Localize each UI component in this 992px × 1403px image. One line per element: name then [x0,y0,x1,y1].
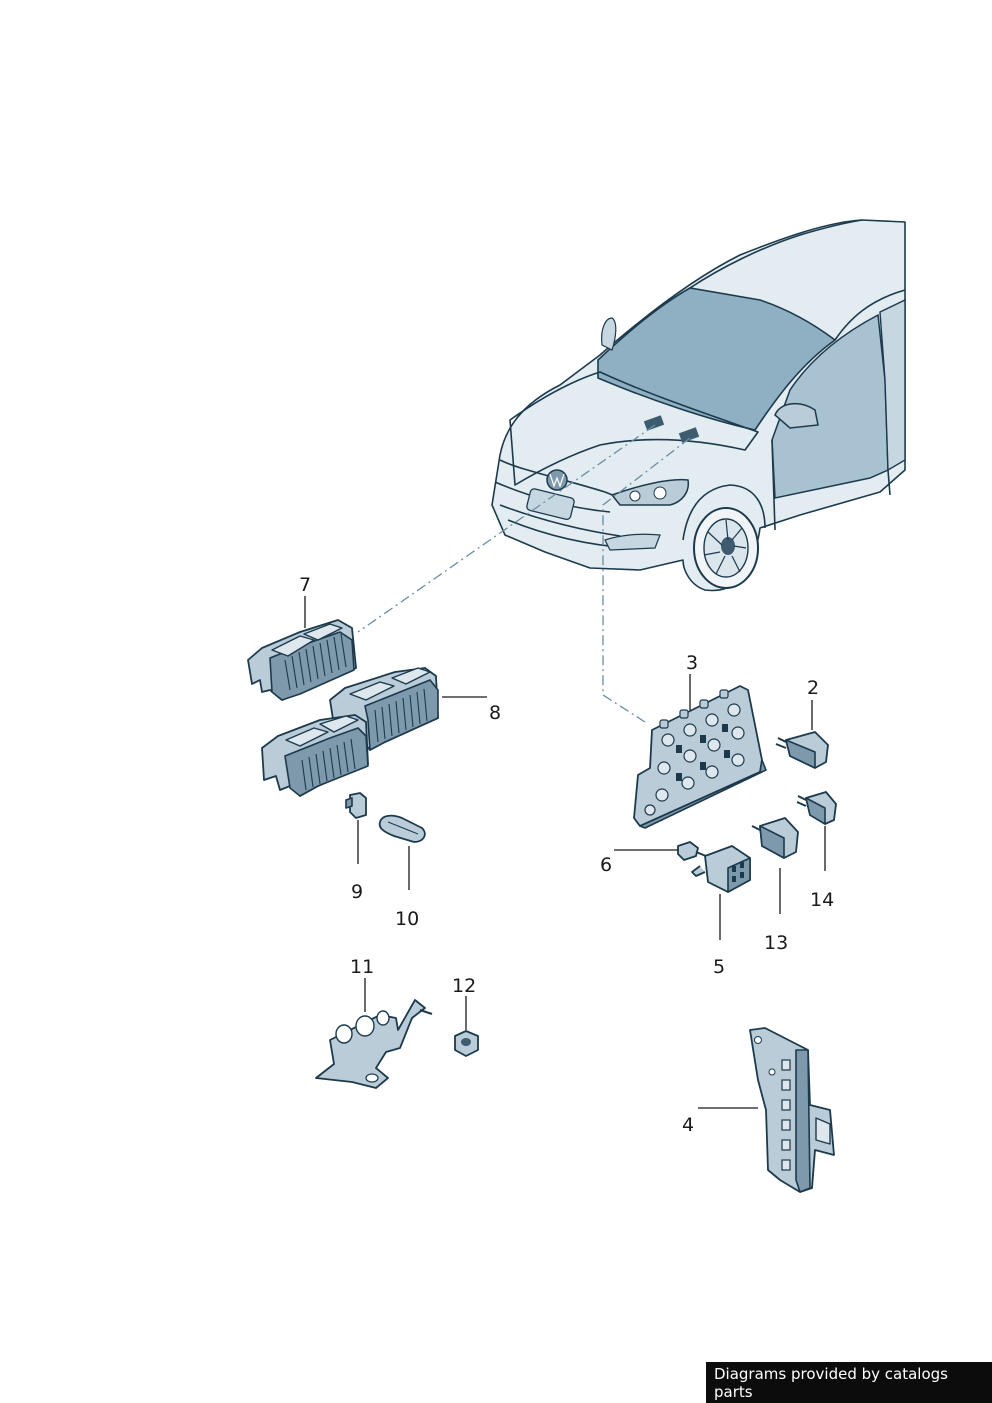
callout-14: 14 [810,889,834,911]
part-4-relay-bracket [749,1027,835,1193]
callout-4: 4 [682,1114,694,1136]
part-9-clip [345,792,367,819]
callout-12: 12 [452,975,476,997]
part-5-relay-socket [691,845,751,893]
callout-labels: 2 3 4 5 6 7 8 9 10 11 12 13 14 [299,574,834,1136]
part-12-hex-nut [454,1030,479,1057]
callout-3: 3 [686,652,698,674]
vehicle-illustration [491,219,906,592]
callout-8: 8 [489,702,501,724]
part-14-relay [796,791,837,825]
callout-5: 5 [713,956,725,978]
part-10-cover-cap [378,814,426,843]
part-3-relay-carrier-plate [633,685,767,829]
leader-lines [304,596,826,1109]
callout-11: 11 [350,956,374,978]
assembly-dash-lines [357,424,691,723]
footer-credit-text: Diagrams provided by catalogs parts [714,1364,948,1401]
part-2-relay [775,731,829,769]
callout-2: 2 [807,677,819,699]
callout-13: 13 [764,932,788,954]
callout-10: 10 [395,908,419,930]
callout-9: 9 [351,881,363,903]
callout-7: 7 [299,574,311,596]
part-13-relay [751,817,799,859]
footer-credit-badge: Diagrams provided by catalogs parts [706,1362,992,1403]
part-11-mounting-bracket [315,999,433,1089]
part-8-connector-housing-pair [261,667,439,797]
part-7-connector-housing [247,619,357,701]
callout-6: 6 [600,854,612,876]
part-6-contact-pin [677,841,707,861]
